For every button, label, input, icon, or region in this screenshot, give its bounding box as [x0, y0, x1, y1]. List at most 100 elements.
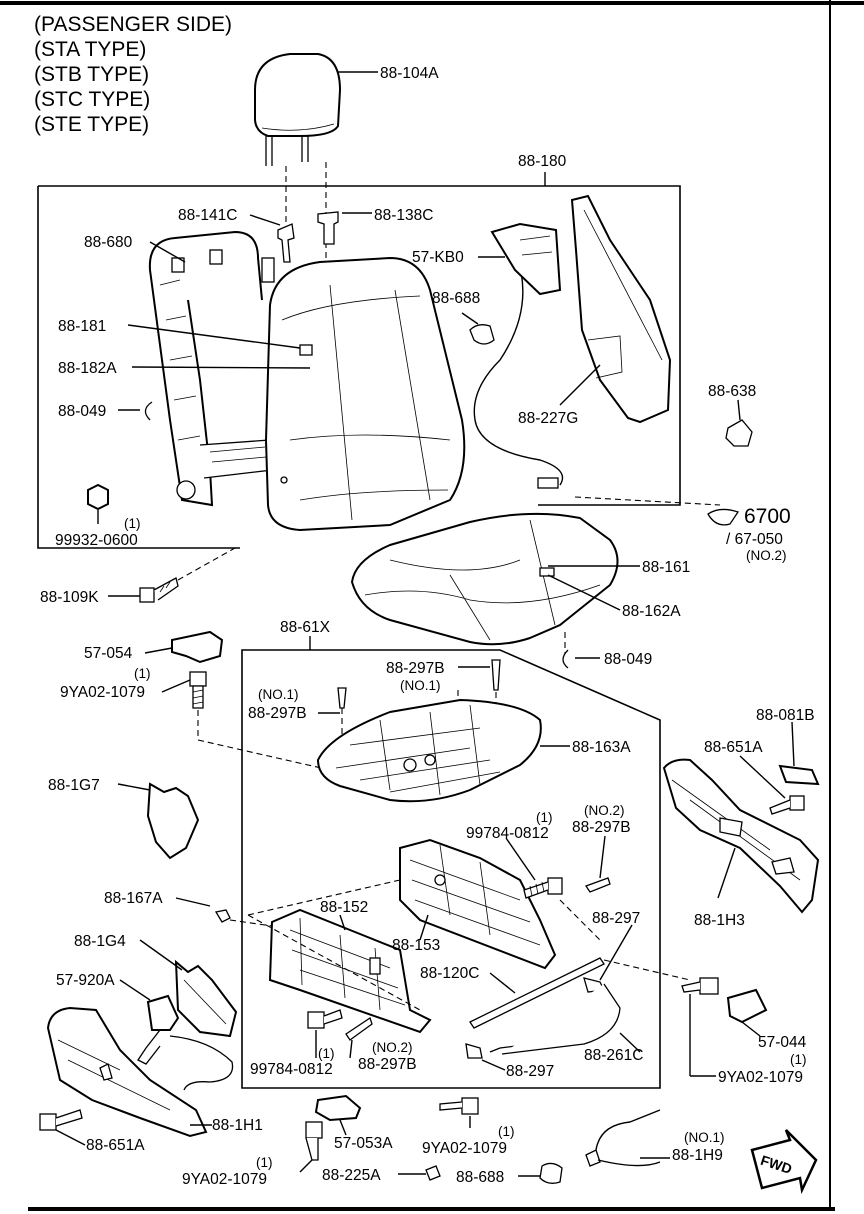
label-88-1h1: 88-1H1 [212, 1117, 263, 1134]
header-line-4: (STC TYPE) [34, 88, 150, 111]
trim-1h3-part [662, 758, 820, 914]
pin-297b-lower-part [345, 1016, 373, 1041]
cap-081b-part [778, 764, 820, 786]
label-88-297b-no1a-note: (NO.1) [258, 687, 299, 702]
label-67-050-note: (NO.2) [746, 548, 787, 563]
nut-99932-part [87, 483, 109, 511]
label-88-297b-lower: 88-297B [358, 1056, 417, 1073]
label-88-163a: 88-163A [572, 739, 631, 756]
label-88-261c: 88-261C [584, 1047, 643, 1064]
label-88-297b-no2: 88-297B [572, 819, 631, 836]
label-99784-right-qty: (1) [536, 810, 553, 825]
label-99784-0812-left: 99784-0812 [250, 1061, 333, 1078]
label-88-181: 88-181 [58, 318, 106, 335]
part-638 [725, 419, 753, 447]
bolt-9ya-bottom-part [305, 1121, 323, 1161]
label-57-053a: 57-053A [334, 1135, 393, 1152]
rod-120c-part [469, 957, 605, 1029]
label-88-680: 88-680 [84, 234, 133, 251]
harness-1h9-part [585, 1109, 661, 1167]
trim-1g4-part [174, 959, 238, 1038]
clip-225a-part [425, 1165, 441, 1181]
label-88-297b-no1b-note: (NO.1) [400, 678, 441, 693]
fwd-arrow-icon: FWD [750, 1129, 818, 1195]
label-88-120c: 88-120C [420, 965, 479, 982]
label-9ya-center-qty: (1) [498, 1124, 515, 1139]
label-99784-0812-right: 99784-0812 [466, 825, 549, 842]
seatback-frame-part [148, 230, 275, 507]
label-88-049-right: 88-049 [604, 651, 652, 668]
label-88-161: 88-161 [642, 559, 690, 576]
bolt-651a-left-part [39, 1109, 83, 1131]
header-line-2: (STA TYPE) [34, 38, 146, 61]
label-9ya-top-qty: (1) [134, 666, 151, 681]
seatback-group-box [37, 185, 681, 549]
seatback-cushion-part [264, 256, 466, 532]
bolt-9ya-top-part [189, 671, 207, 709]
bolt-109k-part [139, 577, 179, 603]
label-99784-left-qty: (1) [318, 1046, 335, 1061]
seat-pan-163a-part [316, 698, 542, 803]
label-88-297b-no1a: 88-297B [248, 705, 307, 722]
headrest-part [254, 53, 342, 264]
label-88-049-left: 88-049 [58, 403, 106, 420]
bracket-053a-part [314, 1094, 362, 1122]
trim-1h1-part [46, 1006, 208, 1138]
bolt-9ya-right-part [681, 977, 719, 995]
pin-297b-no1b-part [491, 659, 501, 725]
cushion-group-box [241, 649, 661, 1089]
label-88-180: 88-180 [518, 153, 567, 170]
label-88-1h9-note: (NO.1) [684, 1130, 725, 1145]
bolt-9ya-center-part [439, 1097, 479, 1115]
label-57-044: 57-044 [758, 1034, 807, 1051]
label-88-651a-right: 88-651A [704, 739, 763, 756]
buckle-920a-part [137, 994, 234, 1091]
label-88-651a-left: 88-651A [86, 1137, 145, 1154]
label-67-050: / 67-050 [726, 531, 783, 548]
label-88-1g7: 88-1G7 [48, 777, 100, 794]
label-88-227g: 88-227G [518, 410, 578, 427]
label-88-152: 88-152 [320, 899, 368, 916]
cover-054-part [171, 630, 224, 664]
clip-688-top-part [469, 324, 495, 345]
label-99932-0600: 99932-0600 [55, 532, 138, 549]
link-261c-part [489, 983, 621, 1055]
label-9ya02-1079-bottom: 9YA02-1079 [182, 1171, 267, 1188]
label-88-638: 88-638 [708, 383, 756, 400]
seat-cushion-part [350, 512, 619, 646]
label-9ya02-1079-right: 9YA02-1079 [718, 1069, 803, 1086]
guide-138c-part [317, 211, 339, 245]
label-9ya02-1079-top: 9YA02-1079 [60, 684, 145, 701]
label-88-688-top: 88-688 [432, 290, 480, 307]
label-88-1h3: 88-1H3 [694, 912, 745, 929]
label-57-kb0: 57-KB0 [412, 249, 464, 266]
bolt-99784-left-part [307, 1009, 343, 1029]
pin-297b-no2-part [585, 877, 611, 893]
label-88-153: 88-153 [392, 937, 440, 954]
rail-152-part [268, 908, 432, 1034]
label-88-297b-lower-note: (NO.2) [372, 1040, 413, 1055]
label-88-61x: 88-61X [280, 619, 331, 636]
label-6700: 6700 [744, 505, 791, 528]
label-88-109k: 88-109K [40, 589, 99, 606]
clip-688-bottom-part [539, 1162, 563, 1184]
clip-167a-part [214, 909, 231, 923]
harness-kb0-part [473, 222, 564, 489]
label-88-297-right: 88-297 [592, 910, 640, 927]
label-9ya-right-qty: (1) [790, 1052, 807, 1067]
label-57-920a: 57-920A [56, 972, 115, 989]
label-88-141c: 88-141C [178, 207, 237, 224]
part-297-lower [465, 1043, 483, 1059]
rail-153-part [399, 838, 557, 970]
label-9ya02-1079-center: 9YA02-1079 [422, 1140, 507, 1157]
side-panel-227g-part [570, 194, 672, 424]
guide-141c-part [277, 223, 295, 263]
label-88-1h9: 88-1H9 [672, 1147, 723, 1164]
label-88-167a: 88-167A [104, 890, 163, 907]
label-57-054: 57-054 [84, 645, 133, 662]
label-88-182a: 88-182A [58, 360, 117, 377]
cover-044-part [726, 988, 768, 1024]
header-line-3: (STB TYPE) [34, 63, 149, 86]
label-88-104a: 88-104A [380, 65, 439, 82]
